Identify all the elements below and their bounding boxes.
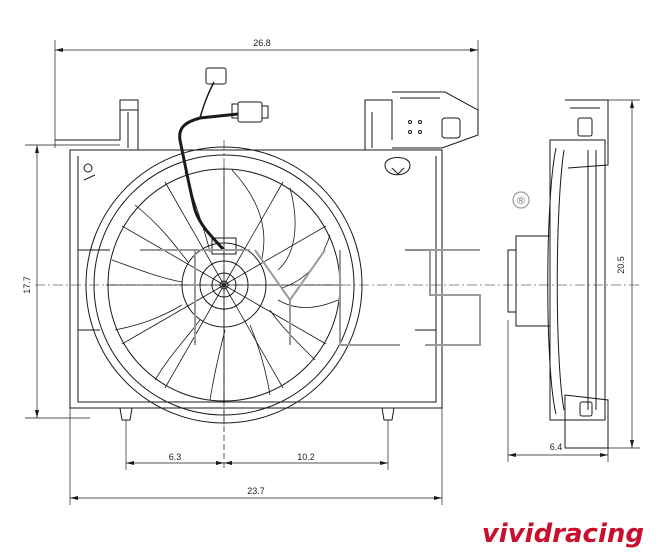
registered-mark: ®: [516, 194, 527, 207]
label-frame-height: 17.7: [22, 276, 32, 294]
dimension-overall-width: [54, 40, 479, 148]
side-view: [507, 99, 640, 462]
label-offset-right: 10.2: [297, 452, 315, 462]
label-depth: 6.4: [550, 442, 563, 452]
wire-harness: [178, 67, 269, 252]
centerlines: [35, 140, 640, 430]
dimension-frame-height: [25, 144, 120, 419]
background-logo-outline: [140, 191, 530, 346]
label-side-height: 20.5: [616, 256, 626, 274]
watermark-logo: vividracing: [482, 519, 644, 549]
label-overall-width: 26.8: [253, 38, 271, 48]
dimension-shroud-width: [69, 408, 443, 505]
label-shroud-width: 23.7: [247, 486, 265, 496]
shroud-frame: [55, 91, 479, 421]
label-offset-left: 6.3: [169, 452, 182, 462]
